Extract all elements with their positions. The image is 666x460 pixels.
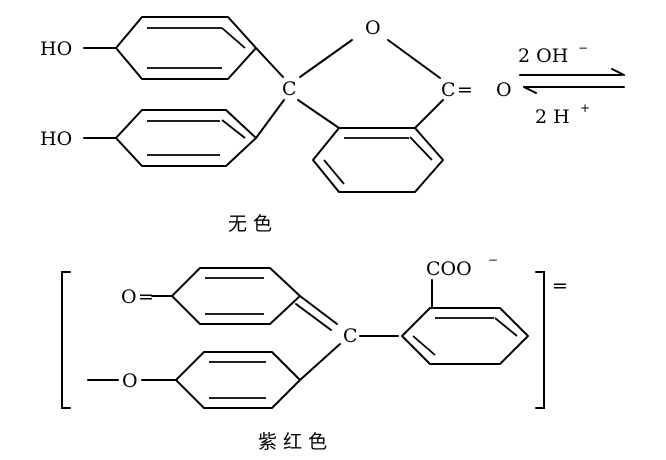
- forward-reagent-charge: −: [578, 41, 588, 55]
- carbonyl-oxygen-label: O: [496, 79, 512, 101]
- red-caption: 紫 红 色: [258, 431, 327, 453]
- red-central-carbon-label: C: [343, 325, 358, 347]
- red-form: = O = O C COO: [61, 253, 568, 453]
- phthalide-benzene-ring: [312, 127, 444, 193]
- top-phenol-ring: [115, 16, 257, 80]
- bracket-charge-label: =: [552, 275, 568, 297]
- oxide-oxygen-label: O: [122, 370, 138, 392]
- carboxylate-charge-label: −: [488, 253, 498, 267]
- keto-double-bond: =: [138, 286, 154, 308]
- ring-oxygen-label: O: [365, 17, 381, 39]
- left-bracket: [61, 271, 71, 409]
- keto-oxygen-label: O: [121, 286, 137, 308]
- forward-reagent-label: 2 OH: [518, 45, 568, 67]
- colorless-form: HO HO C O C = O 无 色: [40, 16, 512, 235]
- central-carbon-label: C: [282, 78, 297, 100]
- benzoate-ring: [401, 307, 529, 365]
- equilibrium-arrows: 2 OH − 2 H +: [518, 41, 625, 128]
- carboxylate-label: COO: [426, 258, 472, 280]
- carbonyl-double-bond: =: [457, 79, 473, 101]
- right-bracket: [535, 271, 545, 409]
- phenoxide-ring: [175, 351, 301, 409]
- bottom-phenol-ring: [115, 109, 257, 167]
- reverse-reagent-label: 2 H: [535, 106, 570, 128]
- quinoid-ring: [171, 267, 301, 325]
- ho-top-label: HO: [40, 38, 72, 60]
- colorless-caption: 无 色: [228, 213, 272, 235]
- reverse-reagent-charge: +: [580, 101, 590, 115]
- carbonyl-carbon-label: C: [441, 79, 456, 101]
- ho-bottom-label: HO: [40, 128, 72, 150]
